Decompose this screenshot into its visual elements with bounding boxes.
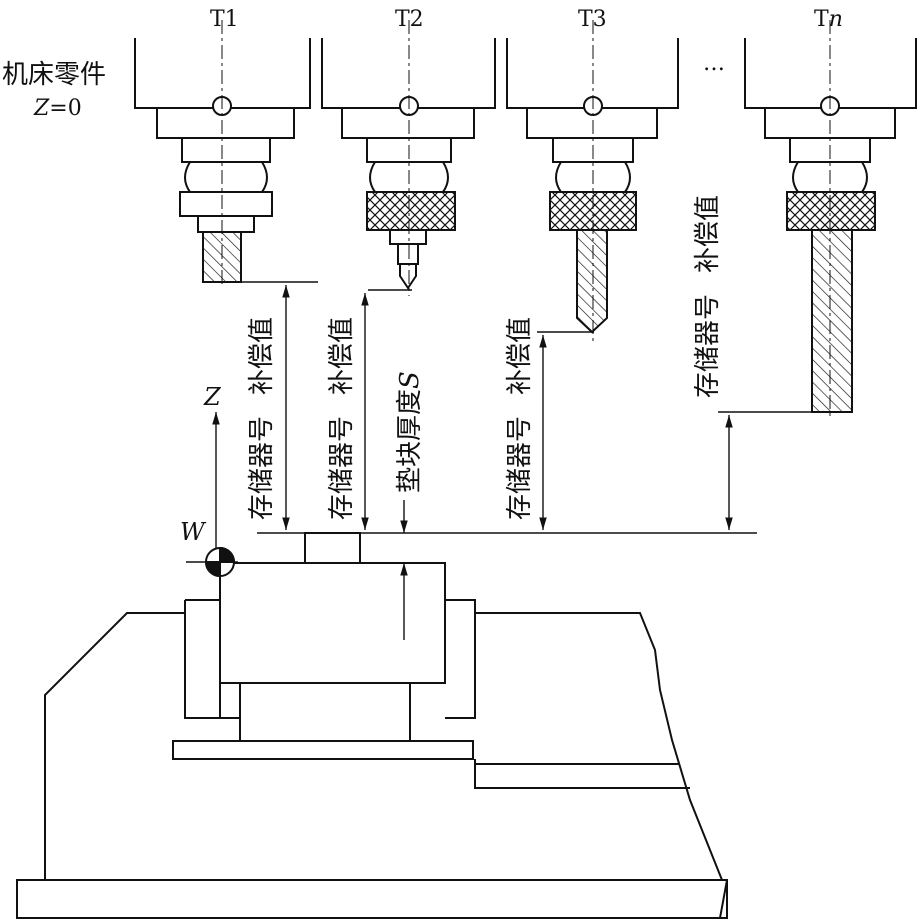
gauge-block [304, 532, 361, 564]
ellipsis: … [703, 51, 725, 76]
t1-memory-label: 存储器号 [247, 416, 277, 520]
machine-table-assembly [16, 532, 728, 919]
tn-memory-label: 存储器号 [693, 294, 723, 398]
machine-zero-label: 机床零件 [2, 60, 106, 90]
tn-compensation-label: 补偿值 [693, 195, 723, 273]
tool-t3 [506, 38, 679, 334]
t3-memory-label: 存储器号 [505, 416, 535, 520]
tool-tn [744, 38, 917, 413]
t2-memory-label: 存储器号 [327, 416, 357, 520]
t1-compensation-label: 补偿值 [247, 317, 277, 395]
tool-t2 [321, 38, 496, 290]
tool-label-tn: Tn [814, 7, 843, 32]
workpiece [219, 562, 446, 684]
t3-compensation-label: 补偿值 [505, 317, 535, 395]
t2-compensation-label: 补偿值 [327, 317, 357, 395]
tool-label-t1: T1 [210, 7, 239, 32]
dimension-arrows [186, 285, 733, 640]
tool-label-t3: T3 [578, 7, 607, 32]
w-origin-label: W [180, 518, 207, 546]
machine-zero-value: Z=0 [33, 96, 82, 121]
block-thickness-label: 垫块厚度S [395, 371, 425, 493]
tool-centerlines [221, 20, 831, 420]
tool-label-t2: T2 [395, 7, 424, 32]
z-axis-label: Z [203, 383, 222, 411]
